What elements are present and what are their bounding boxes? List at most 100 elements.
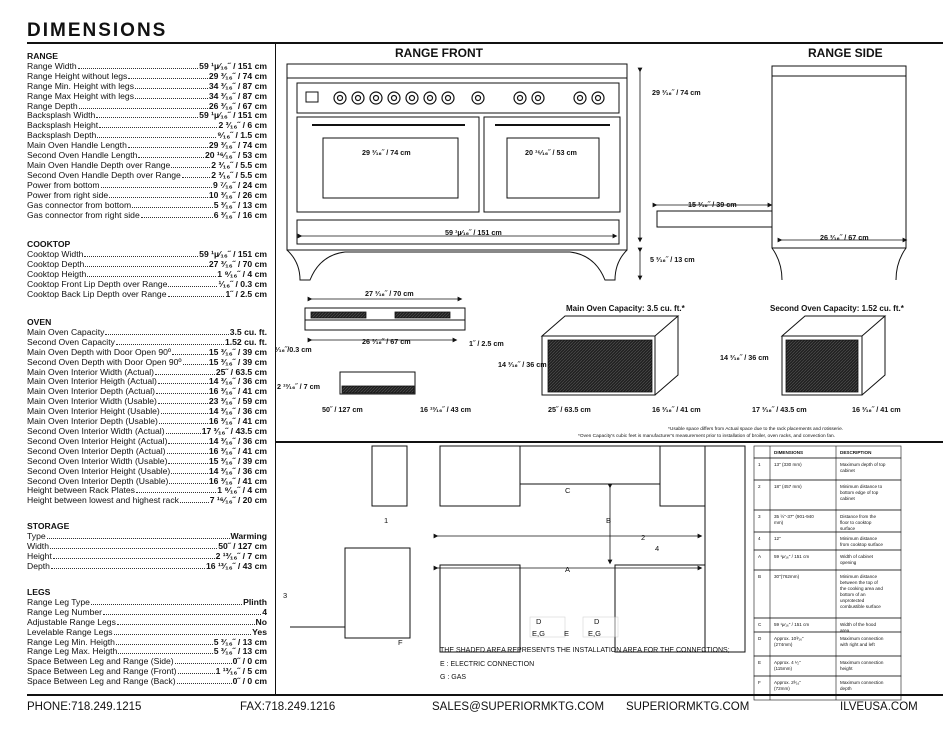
spec-label: Backsplash Depth (27, 130, 97, 141)
spec-label: Range Min. Height with legs (27, 80, 134, 91)
spec-value: 15 ³⁄₁₆˝ / 39 cm (208, 455, 267, 466)
spec-label: Main Oven Capacity (27, 326, 105, 337)
leader-dots (96, 112, 199, 119)
main-cap-title: Main Oven Capacity: 3.5 cu. ft.* (566, 304, 686, 313)
spec-label: Gas connector from bottom (27, 199, 132, 210)
leader-dots (99, 122, 218, 129)
spec-label: Depth (27, 560, 50, 571)
leader-dots (140, 212, 213, 218)
spec-value: 14 ³⁄₁₆˝ / 36 cm (208, 376, 267, 387)
knob-center (444, 94, 452, 102)
leader-dots (135, 93, 208, 99)
drawings-frame (275, 44, 943, 694)
spec-value: 0˝ / 0 cm (232, 676, 267, 687)
spec-value: 34 ³⁄₁₆˝ / 87 cm (208, 80, 267, 91)
leader-dots (160, 408, 208, 415)
leader-dots (171, 162, 211, 168)
knob-center (408, 94, 416, 102)
leader-dots (97, 132, 217, 139)
leader-dots (100, 182, 212, 188)
spec-label: Main Oven Handle Length (27, 140, 127, 151)
spec-value: 2 ¹³⁄₁₆˝ / 7 cm (215, 550, 267, 561)
leader-dots (103, 609, 262, 615)
leader-dots (115, 339, 224, 345)
leader-dots (85, 261, 208, 267)
label-1: 1 (384, 516, 388, 525)
leader-dots (127, 142, 208, 149)
knob-icon (471, 91, 485, 105)
side-depth-label: 26 ³⁄₁₆˝ / 67 cm (820, 233, 869, 242)
spec-row: Second Oven Interior Depth (Actual)16 ³⁄… (27, 446, 267, 457)
spec-label: Range Leg Type (27, 596, 90, 607)
leader-dots (166, 448, 208, 454)
label-e: E (564, 629, 569, 638)
knob-center (372, 94, 380, 102)
table-cell: Approx. 2³⁄₁₆"(72mm) (774, 680, 801, 691)
spec-value: 3.5 cu. ft. (229, 326, 267, 337)
footer-site[interactable]: SUPERIORMKTG.COM (626, 701, 750, 713)
footer-site-ilve[interactable]: ILVEUSA.COM (840, 701, 918, 713)
knob-center (474, 94, 482, 102)
spec-value: 14 ³⁄₁₆˝ / 36 cm (208, 435, 267, 446)
spec-value: 4 (262, 606, 267, 617)
title-rule (27, 42, 943, 44)
table-cell: E (758, 660, 761, 665)
spec-row: Main Oven Interior Width (Actual)25˝ / 6… (27, 367, 267, 378)
section-heading: OVEN (27, 317, 52, 327)
spec-value: 5 ³⁄₁₆˝ / 13 cm (213, 636, 267, 647)
spec-label: Main Oven Interior Height (Usable) (27, 406, 160, 417)
cooktop-inner-label: 26 ³⁄₁₆˝ / 67 cm (362, 337, 411, 346)
leader-dots (135, 487, 217, 494)
drawer-width-label: 50˝ / 127 cm (322, 405, 363, 414)
spec-value: 23 ³⁄₁₆˝ / 59 cm (208, 396, 267, 407)
table-cell: F (758, 680, 761, 685)
leader-dots (176, 678, 232, 685)
front-backsplash (286, 63, 628, 79)
spec-label: Width (27, 540, 49, 551)
leader-dots (116, 619, 255, 625)
page-title: DIMENSIONS (27, 20, 168, 41)
spec-label: Space Between Leg and Range (Front) (27, 666, 177, 677)
leader-dots (132, 202, 213, 208)
table-cell: 2 (758, 484, 761, 489)
spec-label: Range Height without legs (27, 70, 128, 81)
spec-label: Power from bottom (27, 179, 100, 190)
footer-phone: PHONE:718.249.1215 (27, 701, 142, 713)
knob-icon (531, 91, 545, 105)
table-cell: 59 ¹µ⁄₁₆" / 151 cm (774, 622, 809, 627)
front-height-label: 29 ³⁄₁₆˝ / 74 cm (652, 88, 701, 97)
knob-center (516, 94, 524, 102)
spec-label: Adjustable Range Legs (27, 616, 116, 627)
spec-value: No (255, 616, 267, 627)
leader-dots (78, 103, 208, 109)
spec-value: 29 ³⁄₁₆˝ / 74 cm (208, 140, 267, 151)
second-cap-width: 17 ³⁄₁₆˝ / 43.5 cm (752, 405, 807, 414)
table-cell: 1 (758, 462, 761, 467)
spec-value: 10 ³⁄₁₆˝ / 26 cm (208, 189, 267, 200)
spec-row: Space Between Leg and Range (Side)0˝ / 0… (27, 656, 267, 667)
leader-dots (157, 398, 208, 405)
second-cap-depth: 16 ³⁄₁₆˝ / 41 cm (852, 405, 901, 414)
leader-dots (157, 378, 208, 385)
spec-label: Second Oven Capacity (27, 336, 115, 347)
leader-dots (115, 639, 213, 645)
footer-email[interactable]: SALES@SUPERIORMKTG.COM (432, 701, 605, 713)
label-f: F (398, 638, 403, 647)
spec-value: 59 ¹µ⁄₁₆˝ / 151 cm (199, 60, 267, 71)
spec-value: 2 ³⁄₁₆˝ / 5.5 cm (211, 169, 267, 180)
